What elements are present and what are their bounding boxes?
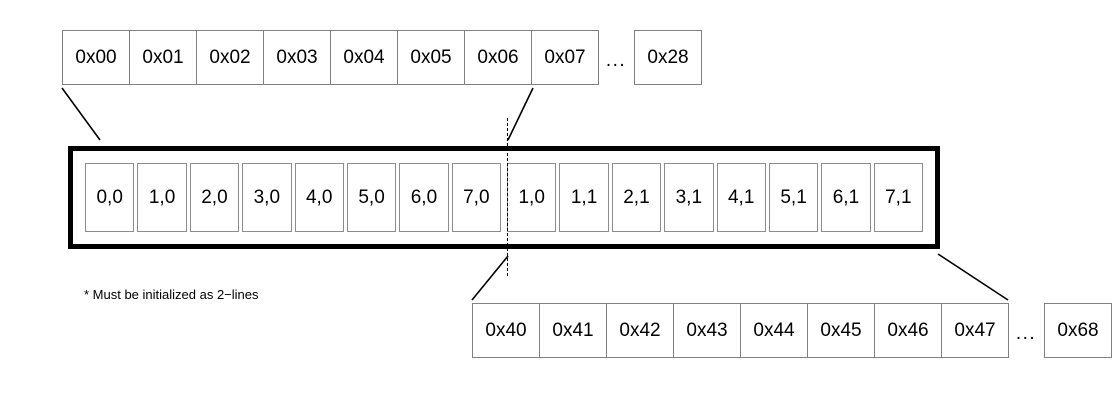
memory-cell: 0,0	[85, 163, 135, 232]
memory-cell: 6,0	[399, 163, 449, 232]
address-cell: 0x43	[673, 303, 741, 358]
memory-cell: 4,1	[716, 163, 766, 232]
top-address-strip: 0x00 0x01 0x02 0x03 0x04 0x05 0x06 0x07 …	[62, 30, 702, 85]
address-cell-tail: 0x68	[1044, 303, 1112, 358]
address-cell: 0x03	[263, 30, 331, 85]
memory-array-cells: 0,0 1,0 2,0 3,0 4,0 5,0 6,0 7,0 1,0 1,1 …	[85, 163, 923, 232]
address-cell: 0x01	[129, 30, 197, 85]
memory-cell: 5,1	[768, 163, 819, 232]
address-cell: 0x07	[531, 30, 599, 85]
address-cell: 0x06	[464, 30, 532, 85]
memory-cell: 1,0	[507, 163, 557, 232]
memory-cell: 2,1	[611, 163, 662, 232]
address-cell: 0x46	[874, 303, 942, 358]
address-cell: 0x00	[62, 30, 130, 85]
memory-cell: 3,0	[242, 163, 292, 232]
connector-top-left	[61, 87, 101, 141]
address-ellipsis: ...	[605, 50, 627, 71]
footnote-text: * Must be initialized as 2−lines	[84, 287, 259, 302]
memory-cell: 1,1	[559, 163, 609, 232]
memory-cell: 2,0	[189, 163, 240, 232]
address-ellipsis: ...	[1015, 323, 1037, 344]
connector-bottom-left	[471, 255, 509, 301]
bottom-address-strip: 0x40 0x41 0x42 0x43 0x44 0x45 0x46 0x47 …	[472, 303, 1112, 358]
connector-bottom-right	[937, 253, 1009, 301]
memory-cell: 7,0	[451, 163, 501, 232]
memory-cell: 7,1	[873, 163, 923, 232]
address-cell: 0x44	[740, 303, 808, 358]
line-split-marker	[507, 118, 508, 276]
address-cell: 0x45	[807, 303, 875, 358]
address-cell: 0x05	[397, 30, 465, 85]
memory-cell: 4,0	[294, 163, 344, 232]
address-cell-tail: 0x28	[634, 30, 702, 85]
address-cell: 0x02	[196, 30, 264, 85]
address-cell: 0x47	[941, 303, 1009, 358]
memory-cell: 5,0	[346, 163, 397, 232]
address-cell: 0x04	[330, 30, 398, 85]
memory-cell: 1,0	[137, 163, 187, 232]
address-cell: 0x42	[606, 303, 674, 358]
memory-array: 0,0 1,0 2,0 3,0 4,0 5,0 6,0 7,0 1,0 1,1 …	[68, 146, 940, 249]
address-cell: 0x41	[539, 303, 607, 358]
connector-top-right	[507, 87, 534, 141]
address-cell: 0x40	[472, 303, 540, 358]
memory-cell: 6,1	[821, 163, 871, 232]
memory-cell: 3,1	[664, 163, 714, 232]
